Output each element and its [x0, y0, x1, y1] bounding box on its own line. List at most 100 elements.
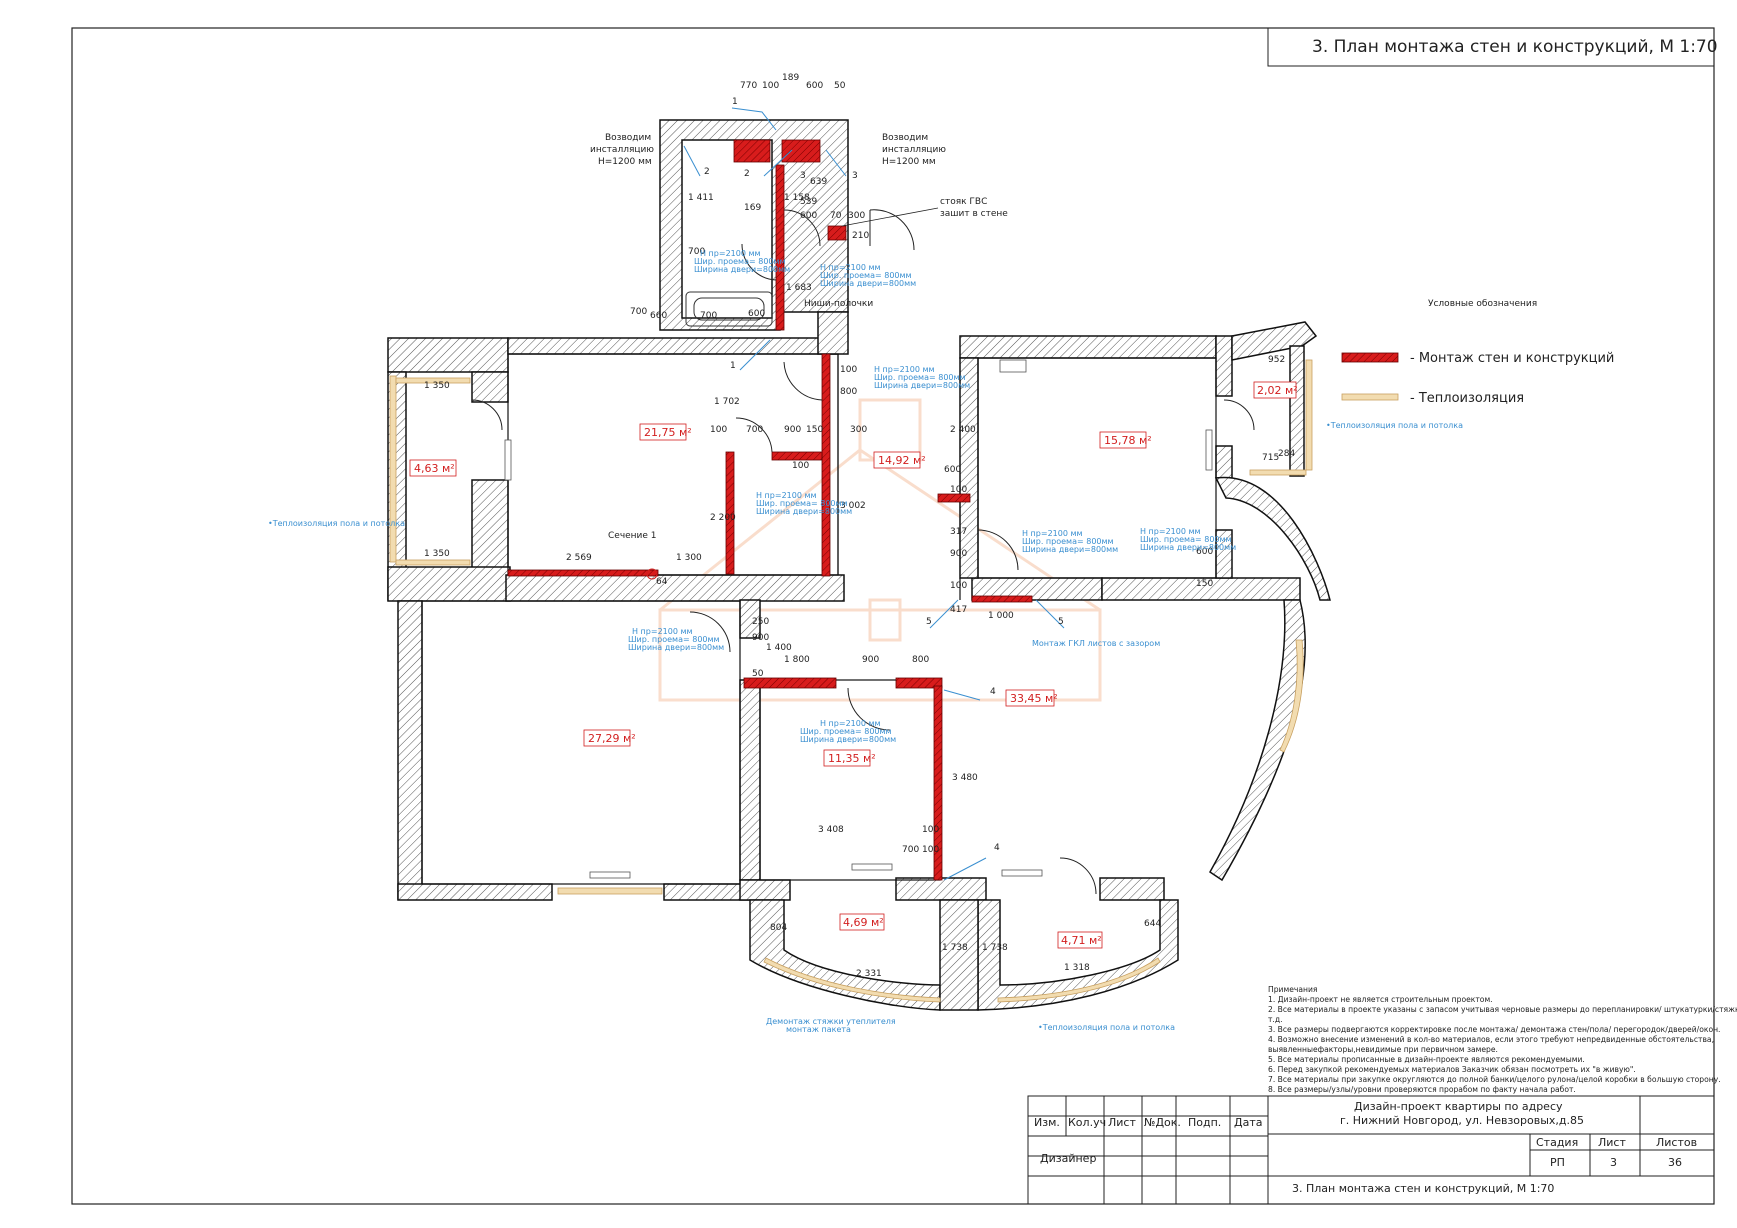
walls — [387, 119, 1331, 1011]
svg-text:100: 100 — [840, 365, 857, 375]
svg-text:1: 1 — [732, 97, 738, 107]
svg-text:4: 4 — [994, 843, 1000, 853]
svg-text:2: 2 — [704, 167, 710, 177]
svg-text:инсталляцию: инсталляцию — [882, 145, 946, 155]
svg-text:Подп.: Подп. — [1188, 1116, 1221, 1129]
svg-text:800: 800 — [912, 655, 929, 665]
svg-text:Лист: Лист — [1598, 1136, 1626, 1149]
svg-text:Возводим: Возводим — [605, 133, 651, 143]
svg-text:1 400: 1 400 — [766, 643, 792, 653]
svg-text:700: 700 — [630, 307, 647, 317]
svg-text:417: 417 — [950, 605, 967, 615]
top-dimensions: 770 100 189 600 50 — [740, 73, 846, 91]
svg-text:64: 64 — [656, 577, 668, 587]
svg-text:Демонтаж стяжки утеплителя: Демонтаж стяжки утеплителя — [766, 1017, 896, 1026]
bathtub — [685, 291, 773, 327]
svg-text:Лист: Лист — [1108, 1116, 1136, 1129]
svg-text:Н пр=2100 мм: Н пр=2100 мм — [700, 249, 761, 258]
svg-text:600: 600 — [800, 211, 817, 221]
svg-text:Н пр=2100 мм: Н пр=2100 мм — [1140, 527, 1201, 536]
notes-block: Примечания 1. Дизайн-проект не является … — [1268, 985, 1737, 1094]
area-room-6: 27,29 м² — [588, 732, 636, 745]
svg-text:Н пр=2100 мм: Н пр=2100 мм — [820, 719, 881, 728]
area-room-5: 2,02 м² — [1257, 384, 1298, 397]
stamp-project-line1: Дизайн-проект квартиры по адресу — [1354, 1100, 1563, 1113]
svg-text:Н=1200 мм: Н=1200 мм — [598, 157, 652, 167]
stoyak-note: стояк ГВС зашит в стене — [841, 197, 1008, 227]
svg-text:169: 169 — [744, 203, 761, 213]
svg-text:3. Все размеры подвергаются ко: 3. Все размеры подвергаются корректировк… — [1268, 1025, 1720, 1034]
bath-dimensions: 169 600 70 300 210 1 411 700 700 1 158 5… — [630, 177, 869, 321]
svg-text:Ширина двери=800мм: Ширина двери=800мм — [800, 735, 896, 744]
install-note-right: Возводим инсталляцию Н=1200 мм — [882, 133, 946, 167]
dim-50: 50 — [834, 81, 846, 91]
legend-swatch-insulation — [1341, 393, 1399, 401]
svg-text:715: 715 — [1262, 453, 1279, 463]
svg-text:3 408: 3 408 — [818, 825, 844, 835]
svg-text:монтаж пакета: монтаж пакета — [786, 1025, 851, 1034]
svg-text:1 300: 1 300 — [676, 553, 702, 563]
svg-text:2 331: 2 331 — [856, 969, 882, 979]
svg-text:Шир. проема= 800мм: Шир. проема= 800мм — [694, 257, 786, 266]
svg-text:100: 100 — [950, 485, 967, 495]
svg-text:300: 300 — [848, 211, 865, 221]
svg-text:Н=1200 мм: Н=1200 мм — [882, 157, 936, 167]
svg-text:952: 952 — [1268, 355, 1285, 365]
area-room-1: 21,75 м² — [644, 426, 692, 439]
svg-text:№Док.: №Док. — [1144, 1116, 1181, 1129]
svg-text:Дата: Дата — [1234, 1116, 1262, 1129]
area-room-2: 4,63 м² — [414, 462, 455, 475]
svg-text:5: 5 — [1058, 617, 1064, 627]
svg-text:зашит в стене: зашит в стене — [940, 209, 1008, 219]
svg-text:стояк ГВС: стояк ГВС — [940, 197, 987, 207]
svg-text:900: 900 — [752, 633, 769, 643]
svg-text:600: 600 — [748, 309, 765, 319]
svg-text:Ширина двери=800мм: Ширина двери=800мм — [820, 279, 916, 288]
svg-text:150: 150 — [1196, 579, 1213, 589]
svg-text:Н пр=2100 мм: Н пр=2100 мм — [632, 627, 693, 636]
area-room-3: 14,92 м² — [878, 454, 926, 467]
area-room-4: 15,78 м² — [1104, 434, 1152, 447]
svg-text:1 000: 1 000 — [988, 611, 1014, 621]
svg-text:8. Все размеры/узлы/уровни про: 8. Все размеры/узлы/уровни проверяются п… — [1268, 1085, 1576, 1094]
legend-label-insulation: - Теплоизоляция — [1410, 391, 1524, 406]
sheet-frame — [71, 27, 1715, 1205]
svg-text:2: 2 — [744, 169, 750, 179]
svg-text:2 400: 2 400 — [950, 425, 976, 435]
callout-numbers: 1 2 2 3 3 1 4 4 5 5 — [704, 97, 1064, 853]
svg-text:900: 900 — [862, 655, 879, 665]
stamp-project-line2: г. Нижний Новгород, ул. Невзоровых,д.85 — [1340, 1114, 1584, 1127]
legend-heading: Условные обозначения — [1428, 299, 1537, 309]
stamp-designer: Дизайнер — [1040, 1152, 1096, 1165]
svg-text:100: 100 — [710, 425, 727, 435]
install-note-left: Возводим инсталляцию Н=1200 мм — [590, 133, 654, 167]
svg-text:1 350: 1 350 — [424, 381, 450, 391]
svg-text:3: 3 — [800, 171, 806, 181]
svg-text:Н пр=2100 мм: Н пр=2100 мм — [1022, 529, 1083, 538]
svg-text:1 411: 1 411 — [688, 193, 714, 203]
svg-text:5. Все материалы прописанные в: 5. Все материалы прописанные в дизайн-пр… — [1268, 1055, 1585, 1064]
svg-text:1 158: 1 158 — [784, 193, 810, 203]
svg-text:7. Все материалы при закупке о: 7. Все материалы при закупке округляются… — [1268, 1075, 1721, 1084]
svg-text:639: 639 — [810, 177, 827, 187]
svg-text:•Теплоизоляция пола и потолка: •Теплоизоляция пола и потолка — [268, 519, 405, 528]
lower-dimensions: 900 250 1 400 50 1 800 900 800 3 480 3 4… — [752, 611, 1014, 855]
svg-text:3 480: 3 480 — [952, 773, 978, 783]
svg-text:100: 100 — [950, 581, 967, 591]
leaders — [683, 107, 1065, 881]
svg-text:1. Дизайн-проект не является с: 1. Дизайн-проект не является строительны… — [1268, 995, 1493, 1004]
svg-text:Ширина двери=800мм: Ширина двери=800мм — [694, 265, 790, 274]
svg-text:Монтаж ГКЛ листов с зазором: Монтаж ГКЛ листов с зазором — [1032, 639, 1160, 648]
corridor-dimensions: 800 100 3 002 2 400 600 100 317 900 100 … — [840, 365, 976, 615]
svg-text:Ширина двери=800мм: Ширина двери=800мм — [756, 507, 852, 516]
svg-text:317: 317 — [950, 527, 967, 537]
svg-text:Возводим: Возводим — [882, 133, 928, 143]
balcony-dimensions: 804 1 738 1 738 644 2 331 1 318 — [770, 919, 1161, 979]
title-box — [1267, 27, 1715, 67]
svg-text:Ширина двери=800мм: Ширина двери=800мм — [1140, 543, 1236, 552]
svg-text:700: 700 — [700, 311, 717, 321]
svg-text:Н пр=2100 мм: Н пр=2100 мм — [874, 365, 935, 374]
door-notes: Н пр=2100 мм Шир. проема= 800мм Ширина д… — [268, 249, 1463, 1034]
svg-text:•Теплоизоляция пола и потолка: •Теплоизоляция пола и потолка — [1326, 421, 1463, 430]
